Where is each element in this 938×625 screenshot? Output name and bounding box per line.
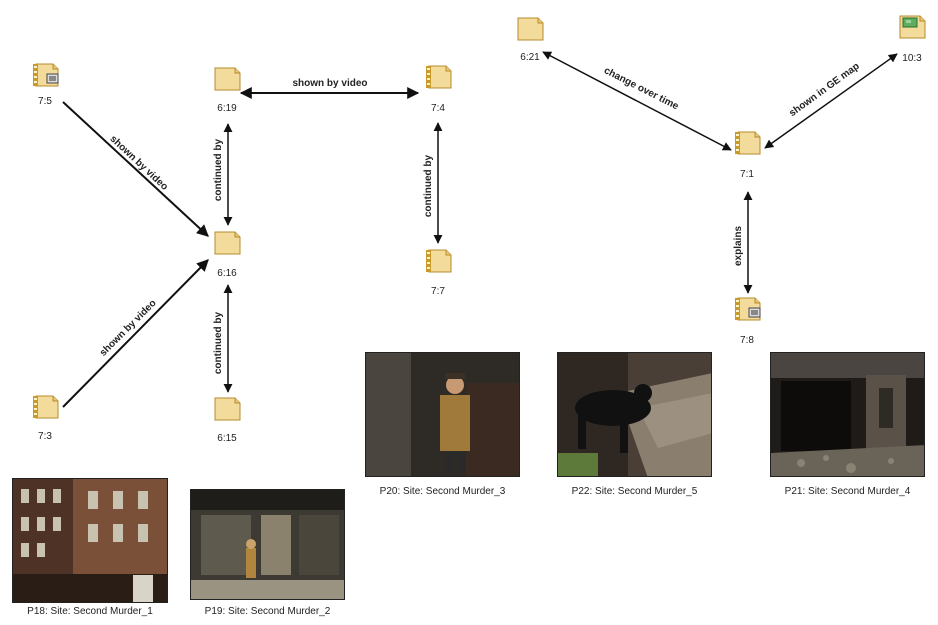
edge-7-5-to-6-16 xyxy=(63,102,208,236)
derelict-doorway-photo xyxy=(771,353,925,477)
video-document-icon xyxy=(735,132,760,154)
caption-p19: P19: Site: Second Murder_2 xyxy=(186,606,349,617)
text-document-icon xyxy=(215,398,240,420)
node-label: 6:15 xyxy=(217,433,237,444)
video-document-icon xyxy=(735,298,760,320)
node-label: 7:4 xyxy=(431,103,445,114)
node-7-3[interactable]: 7:3 xyxy=(33,396,58,442)
node-label: 6:21 xyxy=(520,52,540,63)
node-label: 10:3 xyxy=(902,53,922,64)
photo-p19[interactable] xyxy=(190,489,345,600)
video-document-icon xyxy=(426,66,451,88)
node-label: 7:1 xyxy=(740,169,754,180)
text-document-icon xyxy=(215,232,240,254)
edge-label-7-1-10-3: shown in GE map xyxy=(787,61,861,119)
node-label: 6:19 xyxy=(217,103,237,114)
text-document-icon xyxy=(518,18,543,40)
video-document-icon xyxy=(33,396,58,418)
caption-p22: P22: Site: Second Murder_5 xyxy=(553,486,716,497)
node-6-16[interactable]: 6:16 xyxy=(215,232,240,279)
man-in-doorway-photo xyxy=(366,353,520,477)
map-document-icon xyxy=(900,16,925,38)
caption-p20: P20: Site: Second Murder_3 xyxy=(361,486,524,497)
node-7-8[interactable]: 7:8 xyxy=(735,298,760,346)
node-label: 7:8 xyxy=(740,335,754,346)
video-document-icon xyxy=(426,250,451,272)
node-7-1[interactable]: 7:1 xyxy=(735,132,760,180)
street-facade-photo xyxy=(13,479,168,603)
edge-label-6-19-6-16: continued by xyxy=(213,138,224,201)
edge-7-3-to-6-16 xyxy=(63,260,208,407)
edge-label-7-3-6-16: shown by video xyxy=(98,298,159,359)
edge-7-1-to-10-3 xyxy=(765,54,897,148)
node-7-4[interactable]: 7:4 xyxy=(426,66,451,114)
photo-p20[interactable] xyxy=(365,352,520,477)
photo-p18[interactable] xyxy=(12,478,168,603)
photo-p22[interactable] xyxy=(557,352,712,477)
edge-label-6-19-7-4: shown by video xyxy=(292,78,367,89)
node-label: 7:3 xyxy=(38,431,52,442)
node-7-5[interactable]: 7:5 xyxy=(33,64,58,107)
edge-label-7-5-6-16: shown by video xyxy=(108,134,170,193)
node-6-21[interactable]: 6:21 xyxy=(518,18,543,63)
node-6-19[interactable]: 6:19 xyxy=(215,68,240,114)
photo-p21[interactable] xyxy=(770,352,925,477)
edge-label-7-4-7-7: continued by xyxy=(423,154,434,217)
shopfront-photo xyxy=(191,490,345,600)
caption-p21: P21: Site: Second Murder_4 xyxy=(766,486,929,497)
node-label: 6:16 xyxy=(217,268,237,279)
video-document-icon xyxy=(33,64,58,86)
edge-6-21-to-7-1 xyxy=(543,52,731,150)
caption-p18: P18: Site: Second Murder_1 xyxy=(8,606,172,617)
edge-label-6-16-6-15: continued by xyxy=(213,311,224,374)
node-6-15[interactable]: 6:15 xyxy=(215,398,240,444)
dog-on-pavement-photo xyxy=(558,353,712,477)
node-7-7[interactable]: 7:7 xyxy=(426,250,451,297)
edge-labels: shown by video shown by video continued … xyxy=(98,61,862,374)
node-10-3[interactable]: 10:3 xyxy=(900,16,925,64)
text-document-icon xyxy=(215,68,240,90)
node-label: 7:5 xyxy=(38,96,52,107)
edge-label-7-1-7-8: explains xyxy=(733,226,744,266)
node-label: 7:7 xyxy=(431,286,445,297)
